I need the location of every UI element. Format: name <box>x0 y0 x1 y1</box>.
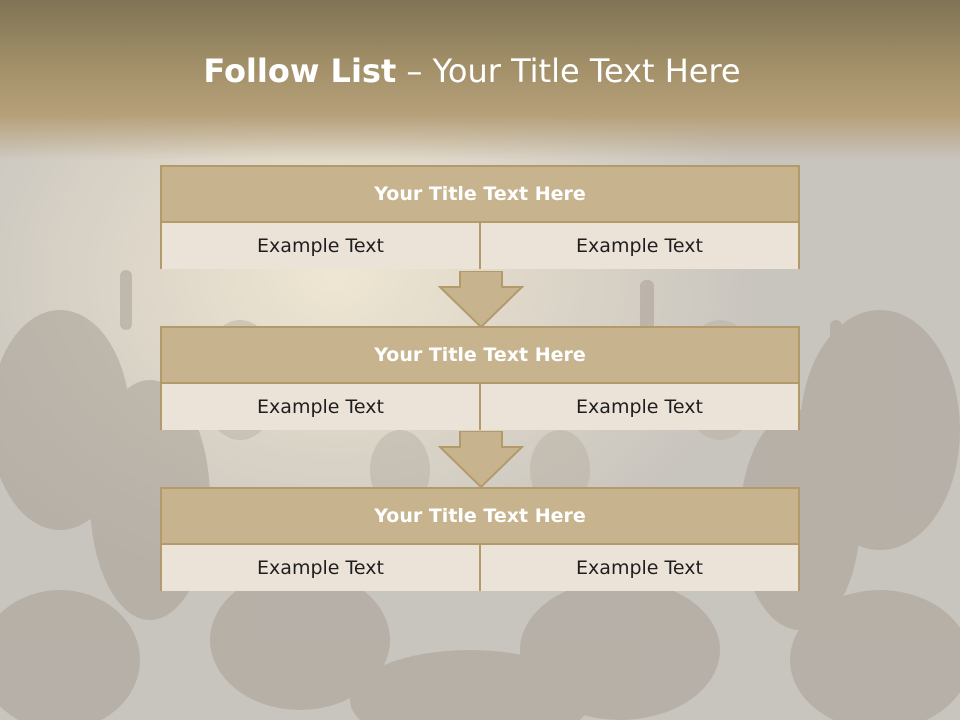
down-arrow-icon <box>438 271 524 329</box>
header-band <box>0 0 960 160</box>
block-title: Your Title Text Here <box>162 489 798 545</box>
list-block-1: Your Title Text Here Example Text Exampl… <box>160 165 800 269</box>
block-row: Example Text Example Text <box>162 545 798 591</box>
list-block-2: Your Title Text Here Example Text Exampl… <box>160 326 800 430</box>
block-title: Your Title Text Here <box>162 328 798 384</box>
block-title: Your Title Text Here <box>162 167 798 223</box>
slide-title-rest: – Your Title Text Here <box>406 52 741 90</box>
block-cell-left: Example Text <box>162 384 481 430</box>
block-cell-left: Example Text <box>162 223 481 269</box>
block-cell-right: Example Text <box>481 223 798 269</box>
down-arrow-icon <box>438 431 524 489</box>
block-cell-left: Example Text <box>162 545 481 591</box>
slide-title: Follow List – Your Title Text Here <box>0 52 944 90</box>
block-row: Example Text Example Text <box>162 223 798 269</box>
block-cell-right: Example Text <box>481 545 798 591</box>
block-row: Example Text Example Text <box>162 384 798 430</box>
list-block-3: Your Title Text Here Example Text Exampl… <box>160 487 800 591</box>
slide-title-bold: Follow List <box>203 52 397 90</box>
block-cell-right: Example Text <box>481 384 798 430</box>
